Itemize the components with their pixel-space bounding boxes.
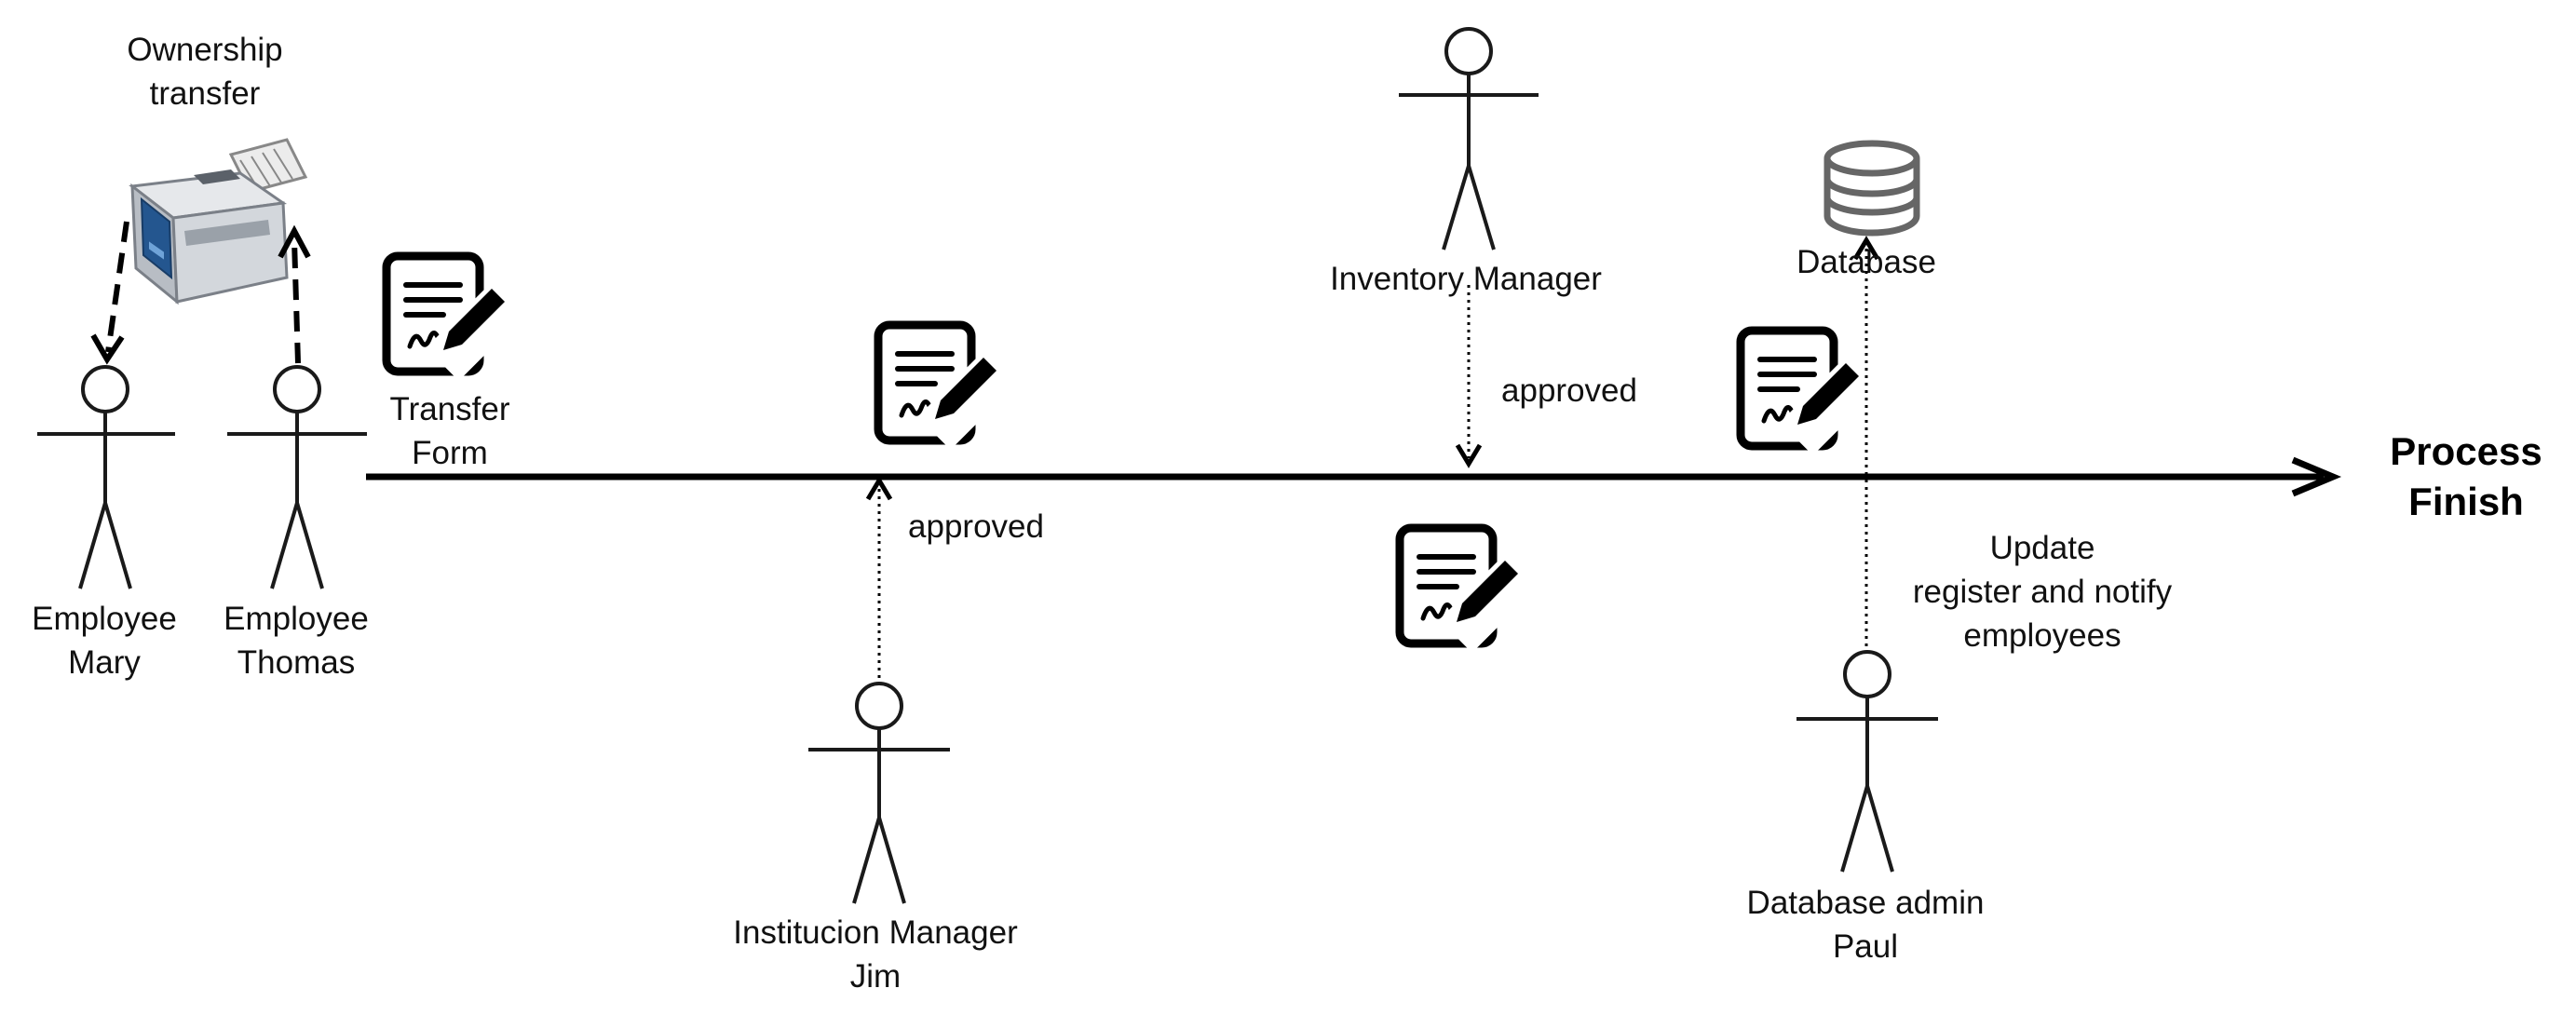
approved-jim-label: approved	[908, 508, 1044, 545]
database-icon	[1824, 140, 1920, 237]
ownership-transfer-label: Ownership transfer	[127, 32, 283, 112]
approved-inventory-label: approved	[1501, 372, 1637, 409]
paul-to-database-arrow	[1852, 236, 1880, 646]
transfer-form-icon	[386, 256, 518, 374]
actor-inventory-manager	[1399, 27, 1539, 250]
institucion-manager-jim-label: Institucion Manager Jim	[733, 914, 1018, 995]
signed-form-icon	[1741, 331, 1872, 449]
printer-to-mary-arrow	[90, 221, 129, 365]
inventory-manager-label: Inventory Manager	[1330, 261, 1602, 297]
process-timeline	[366, 456, 2342, 497]
actor-employee-thomas	[227, 365, 367, 589]
database-label: Database	[1796, 244, 1936, 280]
update-register-note: Update register and notify employees	[1912, 530, 2173, 654]
database-admin-paul-label: Database admin Paul	[1746, 885, 1985, 965]
employee-thomas-label: Employee Thomas	[224, 601, 369, 681]
signed-form-icon	[1400, 528, 1531, 646]
process-finish-label: Process Finish	[2390, 429, 2542, 523]
employee-mary-label: Employee Mary	[32, 601, 177, 681]
signed-form-icon	[878, 325, 1010, 443]
jim-approval-arrow	[865, 476, 893, 678]
actor-employee-mary	[37, 365, 175, 589]
thomas-to-printer-arrow	[278, 224, 311, 364]
actor-institucion-manager-jim	[808, 682, 950, 904]
printer-icon	[129, 138, 308, 305]
inventory-approval-arrow	[1455, 285, 1483, 468]
transfer-form-label: Transfer Form	[389, 391, 510, 471]
actor-database-admin-paul	[1796, 650, 1938, 873]
